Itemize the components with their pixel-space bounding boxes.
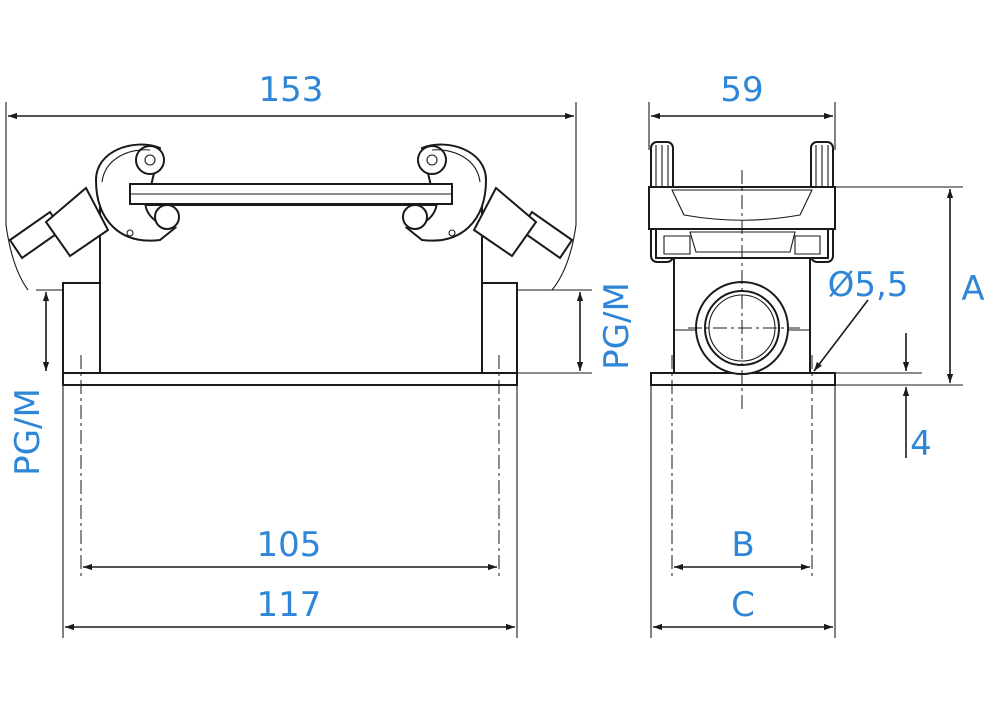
- dimension-height-a: A: [835, 186, 985, 386]
- dimension-overall-width-153: 153: [5, 70, 577, 225]
- dim-4-label: 4: [910, 424, 932, 464]
- dim-a-label: A: [961, 269, 984, 309]
- front-view: 153: [5, 70, 637, 638]
- dimension-thread-right: PG/M: [517, 282, 637, 374]
- dimension-base-length-117: 117: [62, 385, 518, 638]
- thread-left-label: PG/M: [8, 388, 48, 476]
- dimension-outer-width-c: C: [650, 385, 836, 638]
- dimension-inner-width-b: B: [674, 525, 810, 571]
- dimension-flange-thickness-4: 4: [835, 333, 932, 464]
- dim-b-label: B: [731, 525, 754, 565]
- leader-hole-diameter: Ø5,5: [813, 265, 909, 372]
- hole-diameter-label: Ø5,5: [828, 265, 909, 305]
- thread-right-label: PG/M: [597, 282, 637, 370]
- dim-117-label: 117: [257, 585, 322, 625]
- dimension-overall-width-59: 59: [648, 70, 836, 150]
- base-flange: [62, 372, 518, 386]
- dimension-hole-spacing-105: 105: [83, 525, 497, 571]
- dim-105-label: 105: [257, 525, 322, 565]
- side-view: 59: [648, 70, 985, 638]
- dim-c-label: C: [731, 585, 755, 625]
- dim-153-label: 153: [259, 70, 324, 110]
- swing-arc-left: [5, 224, 29, 291]
- dim-59-label: 59: [720, 70, 763, 110]
- dimension-thread-left: PG/M: [8, 289, 63, 476]
- locking-bar: [129, 183, 453, 205]
- swing-arc-right: [551, 224, 577, 291]
